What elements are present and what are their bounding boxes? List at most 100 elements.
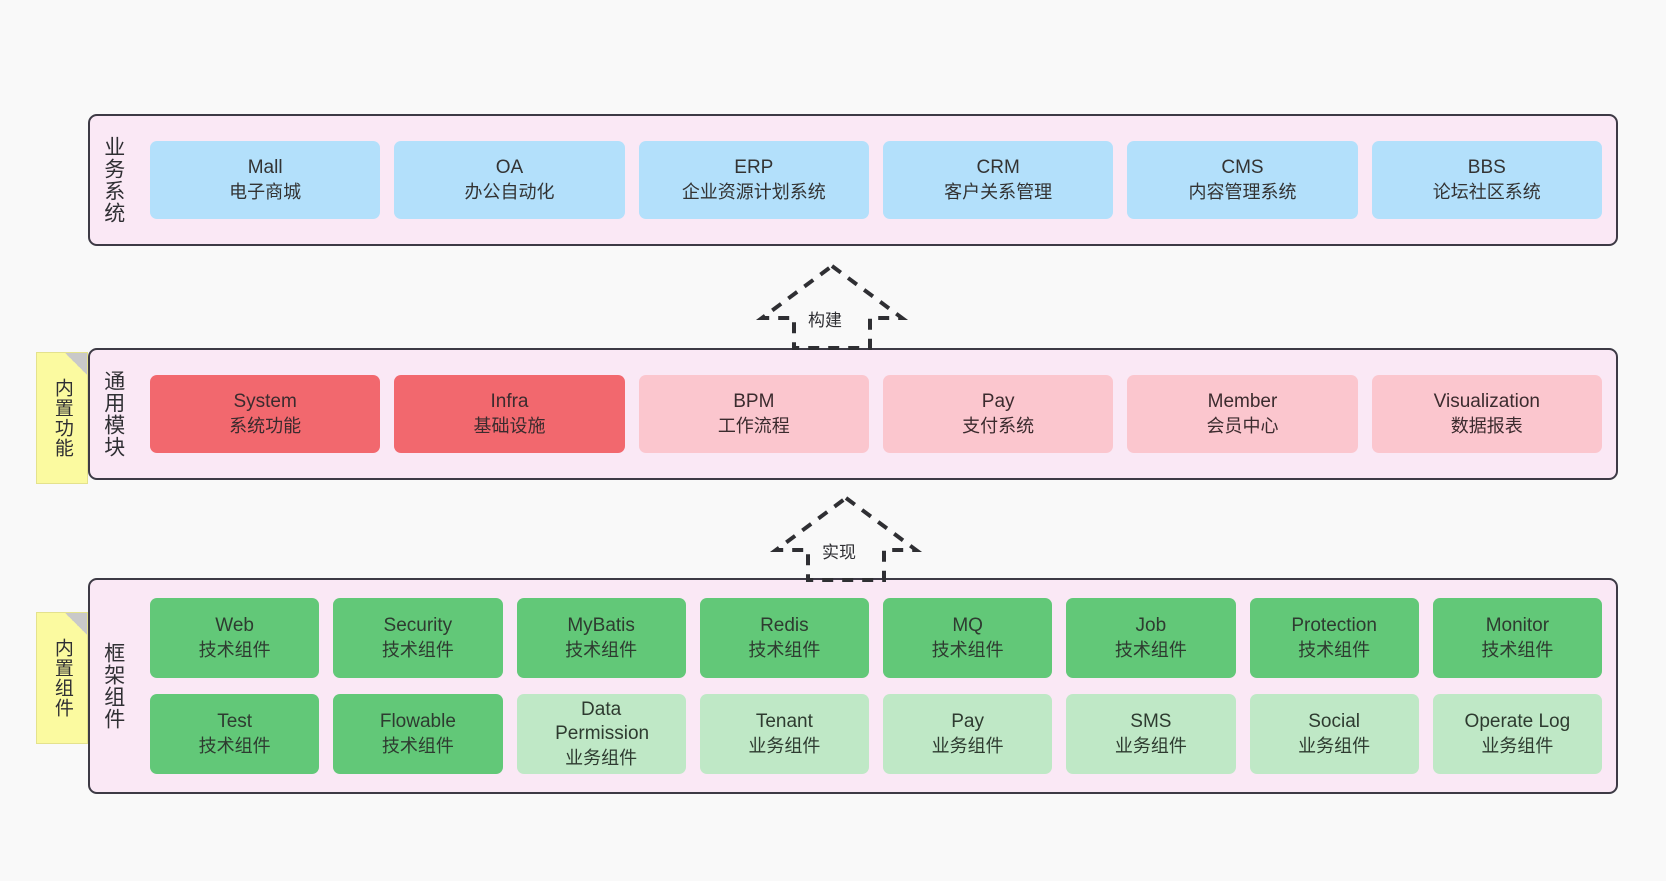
layer-title-business-system: 业务系统 xyxy=(101,136,125,224)
card-title: Member xyxy=(1207,391,1278,413)
business-system-row: Mall 电子商城 OA 办公自动化 ERP 企业资源计划系统 CRM 客户关系… xyxy=(150,141,1602,219)
card-subtitle: 技术组件 xyxy=(565,639,638,660)
build-arrow: 构建 xyxy=(755,262,909,350)
business-card-oa[interactable]: OA 办公自动化 xyxy=(394,141,625,219)
layer-framework-component: 框架组件 Web 技术组件 Security 技术组件 MyBatis 技术组件… xyxy=(88,578,1618,794)
card-title: Operate Log xyxy=(1464,711,1571,733)
card-title: ERP xyxy=(734,157,774,179)
business-card-crm[interactable]: CRM 客户关系管理 xyxy=(882,141,1114,219)
card-title: System xyxy=(233,391,297,413)
card-subtitle: 业务组件 xyxy=(1114,735,1187,756)
framework-card-monitor[interactable]: Monitor 技术组件 xyxy=(1432,598,1602,678)
card-title: MQ xyxy=(952,615,983,637)
framework-card-security[interactable]: Security 技术组件 xyxy=(333,598,503,678)
module-card-infra[interactable]: Infra 基础设施 xyxy=(394,375,625,453)
card-title: Protection xyxy=(1291,615,1377,637)
card-subtitle: 会员中心 xyxy=(1206,415,1279,436)
framework-card-redis[interactable]: Redis 技术组件 xyxy=(699,598,869,678)
card-subtitle: 客户关系管理 xyxy=(944,181,1053,202)
sticky-note-builtin-component: 内置组件 xyxy=(36,612,88,744)
framework-card-data-permission[interactable]: Data Permission 业务组件 xyxy=(516,694,686,774)
card-subtitle: 技术组件 xyxy=(198,735,271,756)
framework-card-operate-log[interactable]: Operate Log 业务组件 xyxy=(1432,694,1602,774)
card-title: BPM xyxy=(733,391,775,413)
card-title: CRM xyxy=(976,157,1020,179)
sticky-note-label: 内置功能 xyxy=(51,378,73,458)
module-card-system[interactable]: System 系统功能 xyxy=(150,375,381,453)
card-title: Data Permission xyxy=(555,699,650,745)
card-subtitle: 业务组件 xyxy=(1298,735,1371,756)
card-title: BBS xyxy=(1467,157,1506,179)
build-arrow-shape xyxy=(755,263,909,350)
framework-card-pay[interactable]: Pay 业务组件 xyxy=(883,694,1053,774)
business-card-bbs[interactable]: BBS 论坛社区系统 xyxy=(1371,141,1602,219)
module-card-member[interactable]: Member 会员中心 xyxy=(1127,375,1358,453)
card-title: Test xyxy=(217,711,253,733)
framework-card-protection[interactable]: Protection 技术组件 xyxy=(1249,598,1419,678)
card-subtitle: 电子商城 xyxy=(229,181,302,202)
card-subtitle: 技术组件 xyxy=(198,639,271,660)
card-title: Visualization xyxy=(1433,391,1540,413)
card-subtitle: 业务组件 xyxy=(748,735,821,756)
common-module-row: System 系统功能 Infra 基础设施 BPM 工作流程 Pay 支付系统… xyxy=(150,375,1602,453)
sticky-note-label: 内置组件 xyxy=(51,638,73,718)
card-title: MyBatis xyxy=(567,615,635,637)
business-card-cms[interactable]: CMS 内容管理系统 xyxy=(1127,141,1358,219)
card-title: OA xyxy=(495,157,524,179)
layer-business-system: 业务系统 Mall 电子商城 OA 办公自动化 ERP 企业资源计划系统 CRM… xyxy=(88,114,1618,246)
framework-card-web[interactable]: Web 技术组件 xyxy=(150,598,320,678)
card-title: CMS xyxy=(1221,157,1264,179)
card-title: Job xyxy=(1135,615,1167,637)
implement-arrow-label: 实现 xyxy=(822,543,856,562)
module-card-pay[interactable]: Pay 支付系统 xyxy=(882,375,1114,453)
business-card-erp[interactable]: ERP 企业资源计划系统 xyxy=(638,141,869,219)
card-subtitle: 业务组件 xyxy=(931,735,1004,756)
card-subtitle: 支付系统 xyxy=(962,415,1035,436)
card-title: Social xyxy=(1308,711,1360,733)
card-title: SMS xyxy=(1130,711,1172,733)
framework-card-flowable[interactable]: Flowable 技术组件 xyxy=(333,694,503,774)
framework-card-sms[interactable]: SMS 业务组件 xyxy=(1066,694,1236,774)
layer-body-framework-component: Web 技术组件 Security 技术组件 MyBatis 技术组件 Redi… xyxy=(136,580,1616,792)
card-title: Mall xyxy=(247,157,283,179)
module-card-visualization[interactable]: Visualization 数据报表 xyxy=(1371,375,1602,453)
card-subtitle: 业务组件 xyxy=(1481,735,1554,756)
implement-arrow: 实现 xyxy=(769,494,923,582)
framework-row-tech: Web 技术组件 Security 技术组件 MyBatis 技术组件 Redi… xyxy=(150,598,1602,678)
card-subtitle: 工作流程 xyxy=(717,415,790,436)
framework-row-business: Test 技术组件 Flowable 技术组件 Data Permission … xyxy=(150,694,1602,774)
layer-title-framework-component: 框架组件 xyxy=(101,642,125,730)
card-subtitle: 技术组件 xyxy=(748,639,821,660)
card-title: Pay xyxy=(981,391,1015,413)
card-title: Web xyxy=(215,615,254,637)
implement-arrow-shape xyxy=(769,495,923,582)
module-card-bpm[interactable]: BPM 工作流程 xyxy=(638,375,869,453)
layer-common-module: 通用模块 System 系统功能 Infra 基础设施 BPM 工作流程 Pay… xyxy=(88,348,1618,480)
card-subtitle: 技术组件 xyxy=(381,735,454,756)
card-subtitle: 办公自动化 xyxy=(464,181,555,202)
business-card-mall[interactable]: Mall 电子商城 xyxy=(150,141,381,219)
card-subtitle: 技术组件 xyxy=(1114,639,1187,660)
framework-card-mybatis[interactable]: MyBatis 技术组件 xyxy=(516,598,686,678)
card-title: Infra xyxy=(490,391,529,413)
card-subtitle: 技术组件 xyxy=(931,639,1004,660)
framework-card-social[interactable]: Social 业务组件 xyxy=(1249,694,1419,774)
card-title: Redis xyxy=(760,615,809,637)
framework-card-job[interactable]: Job 技术组件 xyxy=(1066,598,1236,678)
card-subtitle: 系统功能 xyxy=(229,415,302,436)
card-subtitle: 技术组件 xyxy=(1298,639,1371,660)
build-arrow-label: 构建 xyxy=(808,311,842,330)
framework-card-tenant[interactable]: Tenant 业务组件 xyxy=(699,694,869,774)
card-title: Pay xyxy=(951,711,984,733)
card-subtitle: 企业资源计划系统 xyxy=(681,181,826,202)
card-subtitle: 业务组件 xyxy=(565,747,638,768)
card-subtitle: 数据报表 xyxy=(1450,415,1523,436)
card-subtitle: 技术组件 xyxy=(1481,639,1554,660)
framework-card-test[interactable]: Test 技术组件 xyxy=(150,694,320,774)
card-subtitle: 论坛社区系统 xyxy=(1432,181,1541,202)
framework-card-mq[interactable]: MQ 技术组件 xyxy=(883,598,1053,678)
card-subtitle: 技术组件 xyxy=(381,639,454,660)
card-title: Security xyxy=(383,615,453,637)
sticky-note-builtin-function: 内置功能 xyxy=(36,352,88,484)
